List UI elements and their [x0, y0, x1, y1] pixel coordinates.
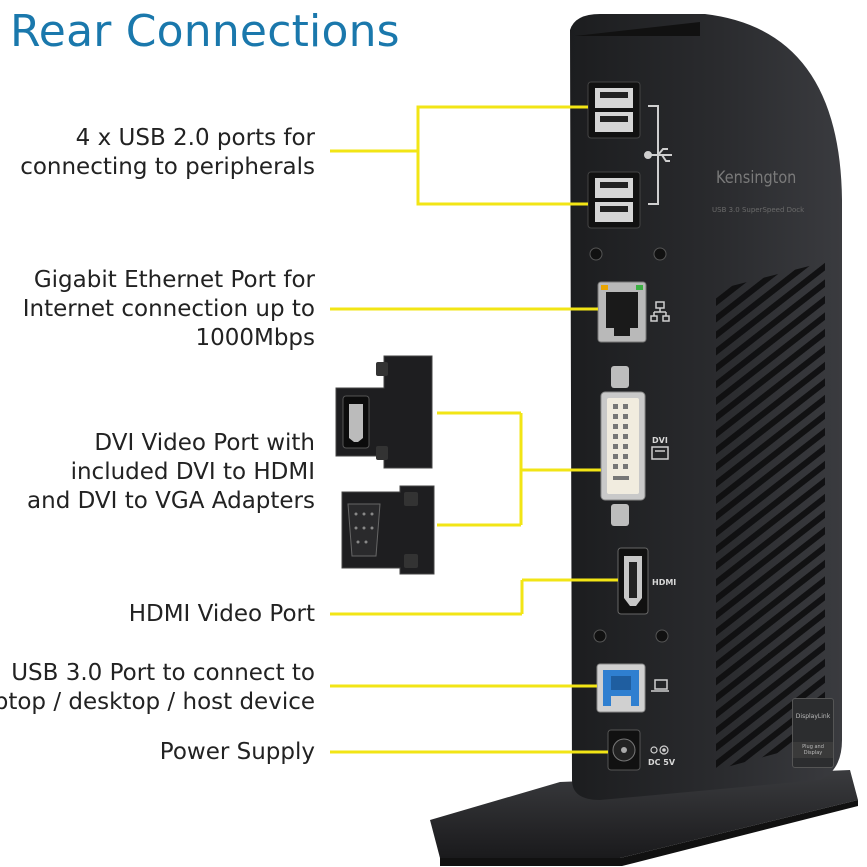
usb2-port-top: [587, 81, 641, 139]
callout-ethernet-line: 1000Mbps: [195, 325, 315, 351]
callout-hdmi-line: HDMI Video Port: [128, 601, 315, 627]
dvi-to-vga-adapter: [341, 485, 435, 575]
callout-dvi-line: and DVI to VGA Adapters: [27, 488, 315, 514]
dock-base: [430, 770, 858, 858]
dvi-port-label: DVI: [652, 436, 668, 445]
badge-line2: Plug and Display: [793, 742, 833, 758]
callout-ethernet: Gigabit Ethernet Port for Internet conne…: [23, 266, 315, 353]
network-icon: [650, 301, 670, 322]
callout-power: Power Supply: [160, 738, 315, 767]
leader-lines: [330, 105, 618, 754]
power-port-label: DC 5V: [648, 758, 676, 767]
displaylink-badge: DisplayLink Plug and Display: [792, 698, 834, 768]
callout-usb2-line: connecting to peripherals: [20, 154, 315, 180]
power-port: [607, 729, 641, 771]
dvi-port: [600, 366, 646, 526]
page-title: Rear Connections: [10, 6, 400, 57]
ethernet-port: [597, 281, 647, 343]
callout-usb3-line: laptop / desktop / host device: [0, 689, 315, 715]
callout-ethernet-line: Gigabit Ethernet Port for: [33, 267, 315, 293]
dock-vents: [716, 262, 825, 770]
hdmi-port: [617, 547, 649, 615]
callout-power-line: Power Supply: [159, 739, 315, 765]
monitor-icon: [651, 446, 669, 460]
dc-polarity-icon: [650, 745, 669, 755]
callout-usb3-line: USB 3.0 Port to connect to: [11, 660, 315, 686]
callout-usb2: 4 x USB 2.0 ports for connecting to peri…: [20, 124, 315, 182]
usb-icon: [644, 148, 672, 162]
usb2-port-bottom: [587, 171, 641, 229]
dvi-to-hdmi-adapter: [335, 355, 433, 469]
laptop-icon: [651, 679, 669, 692]
callout-usb2-line: 4 x USB 2.0 ports for: [75, 125, 315, 151]
usb3-port: [596, 663, 646, 713]
callout-usb3: USB 3.0 Port to connect to laptop / desk…: [0, 659, 315, 717]
dock-subtitle: USB 3.0 SuperSpeed Dock: [712, 206, 805, 214]
callout-dvi: DVI Video Port with included DVI to HDMI…: [27, 429, 315, 516]
callout-ethernet-line: Internet connection up to: [22, 296, 315, 322]
badge-line1: DisplayLink: [795, 713, 831, 720]
hdmi-port-label: HDMI: [652, 578, 677, 587]
callout-dvi-line: DVI Video Port with: [94, 430, 315, 456]
callout-hdmi: HDMI Video Port: [129, 600, 315, 629]
brand-logo-text: Kensington: [716, 168, 797, 188]
callout-dvi-line: included DVI to HDMI: [70, 459, 315, 485]
